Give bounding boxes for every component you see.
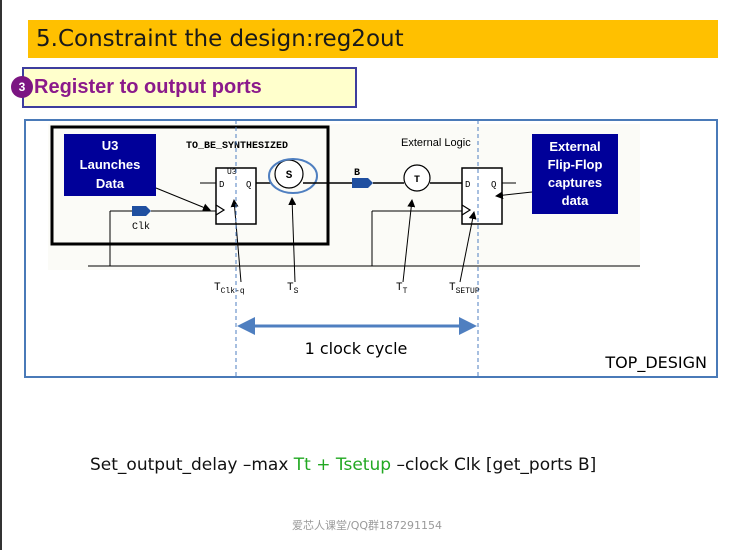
s-block-highlight (268, 158, 318, 194)
u3-ff-label: U3 (227, 168, 237, 177)
t-block (403, 164, 431, 192)
module-label: TO_BE_SYNTHESIZED (186, 141, 288, 152)
ext-note-line1: External (549, 139, 600, 154)
tt-pointer (402, 199, 416, 283)
command-tt: Tt (293, 455, 311, 475)
tt-label: TT (396, 282, 408, 296)
tclkq-label: TClk-q (214, 282, 245, 296)
ext-note-box (532, 134, 618, 214)
ext-note-line2: Flip-Flop (548, 157, 603, 172)
left-edge-rule (0, 0, 2, 550)
ts-label: TS (287, 282, 299, 296)
footer-watermark: 爱芯人课堂/QQ群187291154 (291, 519, 442, 532)
t-block-label: T (414, 175, 420, 186)
ts-pointer (288, 197, 297, 283)
u3-note-pointer (155, 187, 211, 212)
clock-cycle-label: 1 clock cycle (305, 339, 408, 358)
command-tsetup: Tsetup (335, 455, 392, 475)
ext-note-pointer (495, 191, 533, 200)
clk-port (132, 206, 151, 216)
top-design-label: TOP_DESIGN (604, 353, 707, 373)
b-port (352, 178, 373, 188)
command-prefix: Set_output_delay –max (90, 455, 294, 475)
tsetup-pointer (459, 211, 477, 283)
ext-note-line4: data (562, 193, 590, 208)
section-label: Register to output ports (34, 76, 262, 98)
u3-note-box (64, 134, 156, 196)
u3-ff-d-pin: D (219, 180, 224, 190)
command-plus: + (310, 455, 336, 475)
section-header-box: Register to output ports (22, 67, 357, 108)
ext-clock-triangle (461, 204, 472, 216)
clk-port-label: Clk (132, 221, 150, 233)
ext-ff-q-pin: Q (491, 180, 496, 190)
u3-note-line2: Launches (80, 157, 141, 172)
s-block-label: S (286, 170, 293, 182)
slide-title: 5.Constraint the design:reg2out (28, 20, 718, 58)
module-box (50, 125, 330, 246)
u3-ff-q-pin: Q (246, 180, 251, 190)
constraint-command: Set_output_delay –max Tt + Tsetup –clock… (90, 455, 596, 475)
u3-note-line3: Data (96, 176, 125, 191)
command-suffix: –clock Clk [get_ports B] (391, 455, 597, 475)
ext-ff-d-pin: D (465, 180, 470, 190)
tsetup-label: TSETUP (449, 282, 480, 296)
top-design-frame (24, 119, 718, 378)
step-number-badge: 3 (11, 76, 33, 98)
u3-clock-triangle (215, 204, 226, 216)
ext-note-line3: captures (548, 175, 602, 190)
external-logic-label: External Logic (401, 137, 471, 149)
b-port-label: B (354, 168, 360, 179)
u3-note-line1: U3 (102, 138, 119, 153)
tclkq-pointer (230, 199, 242, 283)
